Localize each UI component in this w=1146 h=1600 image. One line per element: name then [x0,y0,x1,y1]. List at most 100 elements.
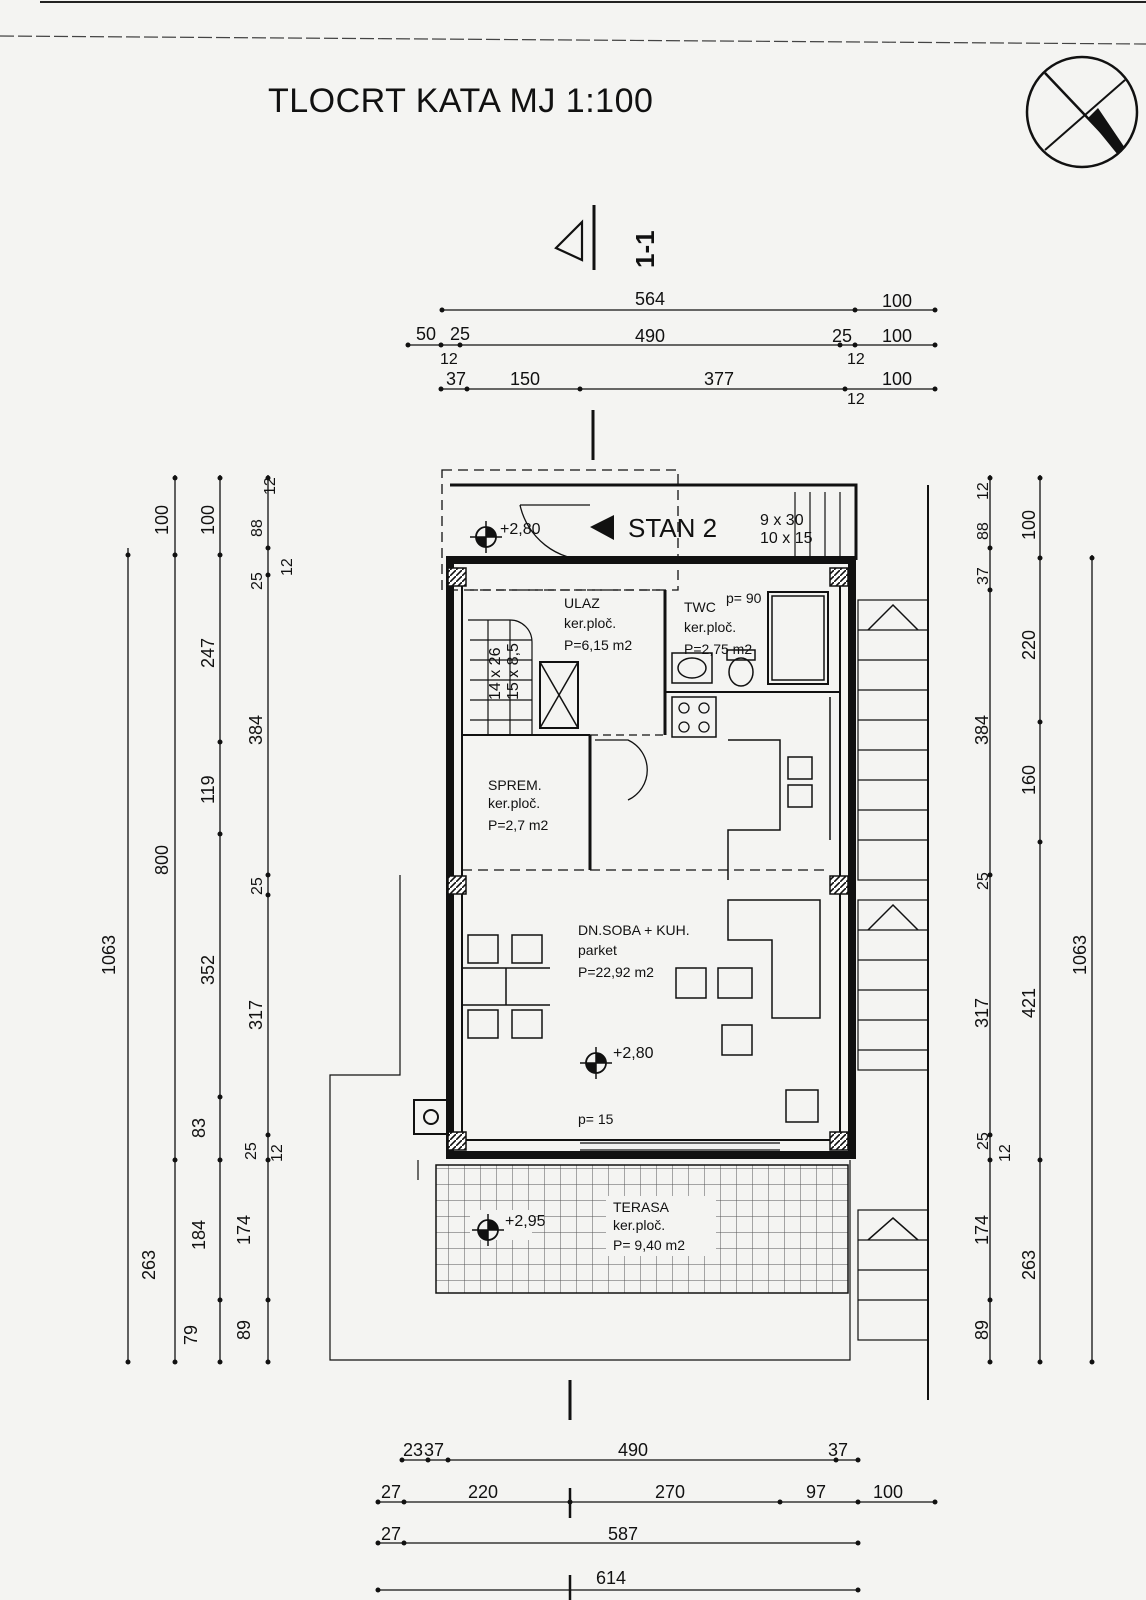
room-living-name: DN.SOBA + KUH. [578,922,690,938]
dim-top-150: 150 [510,369,540,389]
interior-stair [468,619,533,735]
dim-bottom-270: 270 [655,1482,685,1502]
bottom-dimensions [378,1459,935,1591]
dim-right-12a: 12 [975,482,992,500]
room-living-floor: parket [578,942,617,958]
stove-icon [671,696,717,738]
dim-left-384: 384 [246,715,266,745]
dim-left-12a: 12 [262,477,279,495]
storage-door [595,739,648,801]
dim-left-174: 174 [234,1215,254,1245]
dim-left-100b: 100 [198,505,218,535]
dim-left-1063: 1063 [99,935,119,975]
section-label: 1-1 [630,230,660,268]
stair-spec-1: 9 x 30 [760,512,804,529]
stair-spec-2: 10 x 15 [760,530,813,547]
dim-bottom-37b: 37 [828,1440,848,1460]
shower-icon [771,595,825,681]
dim-bottom-100: 100 [873,1482,903,1502]
dim-left-25a: 25 [249,572,266,590]
room-terrace-name: TERASA [613,1199,670,1215]
dim-left-100a: 100 [152,505,172,535]
room-sprem-floor: ker.ploč. [488,795,540,811]
room-ulaz-name: ULAZ [564,595,600,611]
room-ulaz-area: P=6,15 m2 [564,637,632,653]
plan-title: TLOCRT KATA MJ 1:100 [268,82,653,120]
dim-top-490: 490 [635,326,665,346]
dim-top-37: 37 [446,369,466,389]
dim-right-317: 317 [972,998,992,1028]
room-twc-floor: ker.ploč. [684,619,736,635]
dim-top-564: 564 [635,289,665,309]
level-living-label: +2,80 [613,1045,654,1062]
dim-bottom-587: 587 [608,1524,638,1544]
dim-bottom-97: 97 [806,1482,826,1502]
room-terrace-floor: ker.ploč. [613,1217,665,1233]
dim-left-12c: 12 [269,1144,286,1162]
interior-walls [462,590,840,871]
dim-left-263: 263 [139,1250,159,1280]
level-entry-label: +2,80 [500,521,541,538]
level-terrace-label: +2,95 [505,1213,546,1230]
window-south [580,1142,780,1158]
toilet-icon [726,649,756,687]
dim-right-160: 160 [1019,765,1039,795]
dim-top-377: 377 [704,369,734,389]
lower-floor-outline [329,875,851,1361]
dim-right-25b: 25 [975,1132,992,1150]
inner-stair-spec-2: 15 x 8,5 [505,643,522,700]
dim-left-352: 352 [198,955,218,985]
right-dimensions [989,475,1093,1362]
dim-left-25b: 25 [249,877,266,895]
dim-left-79: 79 [181,1325,201,1345]
wall-columns [447,567,849,1151]
inner-stair-spec-1: 14 x 26 [487,647,504,700]
sofa-set [675,967,819,1123]
dim-top-100b: 100 [882,326,912,346]
dim-right-421: 421 [1019,988,1039,1018]
dim-top-12c: 12 [847,391,865,408]
dim-top-50: 50 [416,324,436,344]
room-twc-name: TWC [684,599,716,615]
section-mark-top: 1-1 [554,205,660,270]
dim-left-12b: 12 [279,558,296,576]
dim-left-184: 184 [189,1220,209,1250]
dim-right-37: 37 [975,567,992,585]
left-dimensions [127,475,269,1360]
dim-left-88: 88 [249,519,266,537]
dim-right-263: 263 [1019,1250,1039,1280]
dim-bottom-220: 220 [468,1482,498,1502]
dim-left-800: 800 [152,845,172,875]
dim-bottom-27a: 27 [381,1482,401,1502]
dim-bottom-23: 23 [403,1440,423,1460]
apartment-label: STAN 2 [628,513,717,543]
dim-top-100a: 100 [882,291,912,311]
dim-left-247: 247 [198,638,218,668]
entry-door [519,504,591,561]
room-sprem-name: SPREM. [488,777,542,793]
dining-table [462,934,550,1039]
dim-right-1063: 1063 [1070,935,1090,975]
dim-right-89: 89 [972,1320,992,1340]
entry-arrow-icon [590,515,614,540]
level-marker-entry: +2,80 [470,521,541,553]
dim-left-83: 83 [189,1118,209,1138]
level-marker-terrace: +2,95 [470,1210,546,1246]
kitchen-counter [727,697,831,880]
room-sprem-area: P=2,7 m2 [488,817,549,833]
dim-top-12b: 12 [847,351,865,368]
outside-stairs [794,492,929,1341]
dim-bottom-27b: 27 [381,1524,401,1544]
room-ulaz-floor: ker.ploč. [564,615,616,631]
dim-right-384: 384 [972,715,992,745]
dim-left-25c: 25 [243,1142,260,1160]
top-dimensions [408,309,935,390]
dim-right-174: 174 [972,1215,992,1245]
dim-right-88: 88 [975,522,992,540]
dim-left-119: 119 [198,775,218,804]
room-terrace-area: P= 9,40 m2 [613,1237,685,1253]
chimney [413,1099,449,1135]
room-living-area: P=22,92 m2 [578,964,654,980]
dim-right-25a: 25 [975,872,992,890]
